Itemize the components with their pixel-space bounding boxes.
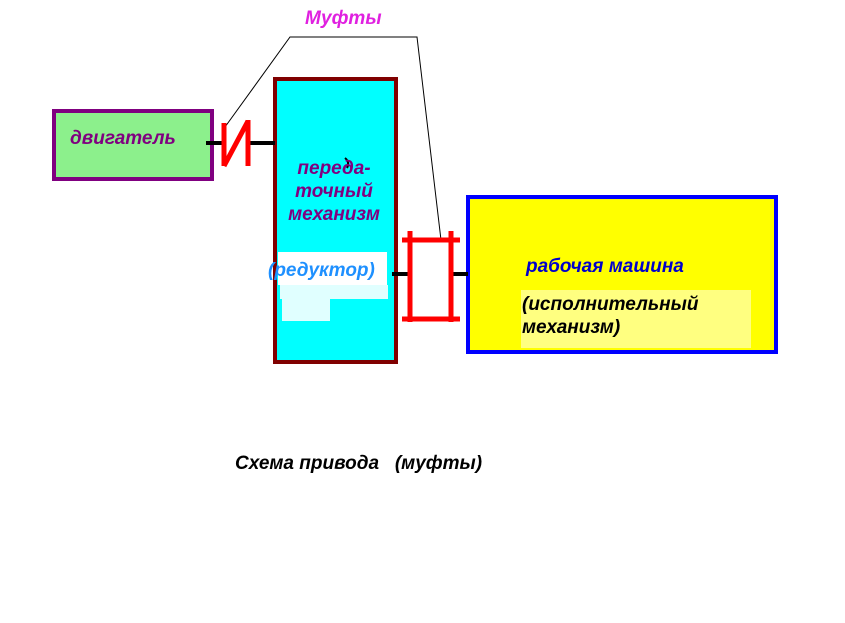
work-machine-label: рабочая машина: [526, 256, 684, 277]
reducer-type-label: (редуктор): [268, 260, 375, 281]
machine-label-highlight: [521, 290, 751, 348]
reducer-label-highlight-tail: [282, 299, 330, 321]
reducer-label-highlight-lower: [280, 285, 388, 299]
leader-line-left: [224, 36, 442, 241]
motor-box: [52, 109, 214, 181]
diagram-caption: Схема привода (муфты): [235, 453, 483, 474]
motor-label: двигатель: [70, 128, 176, 149]
coupling-2-icon: [402, 231, 460, 322]
work-machine-sublabel: (исполнительный механизм): [522, 294, 699, 338]
reducer-label-highlight: [278, 252, 387, 285]
pen-mark: [344, 157, 350, 169]
reducer-label: переда- точный механизм: [288, 158, 380, 225]
coupling-1-icon: [221, 119, 251, 168]
couplings-title: Муфты: [305, 8, 382, 29]
